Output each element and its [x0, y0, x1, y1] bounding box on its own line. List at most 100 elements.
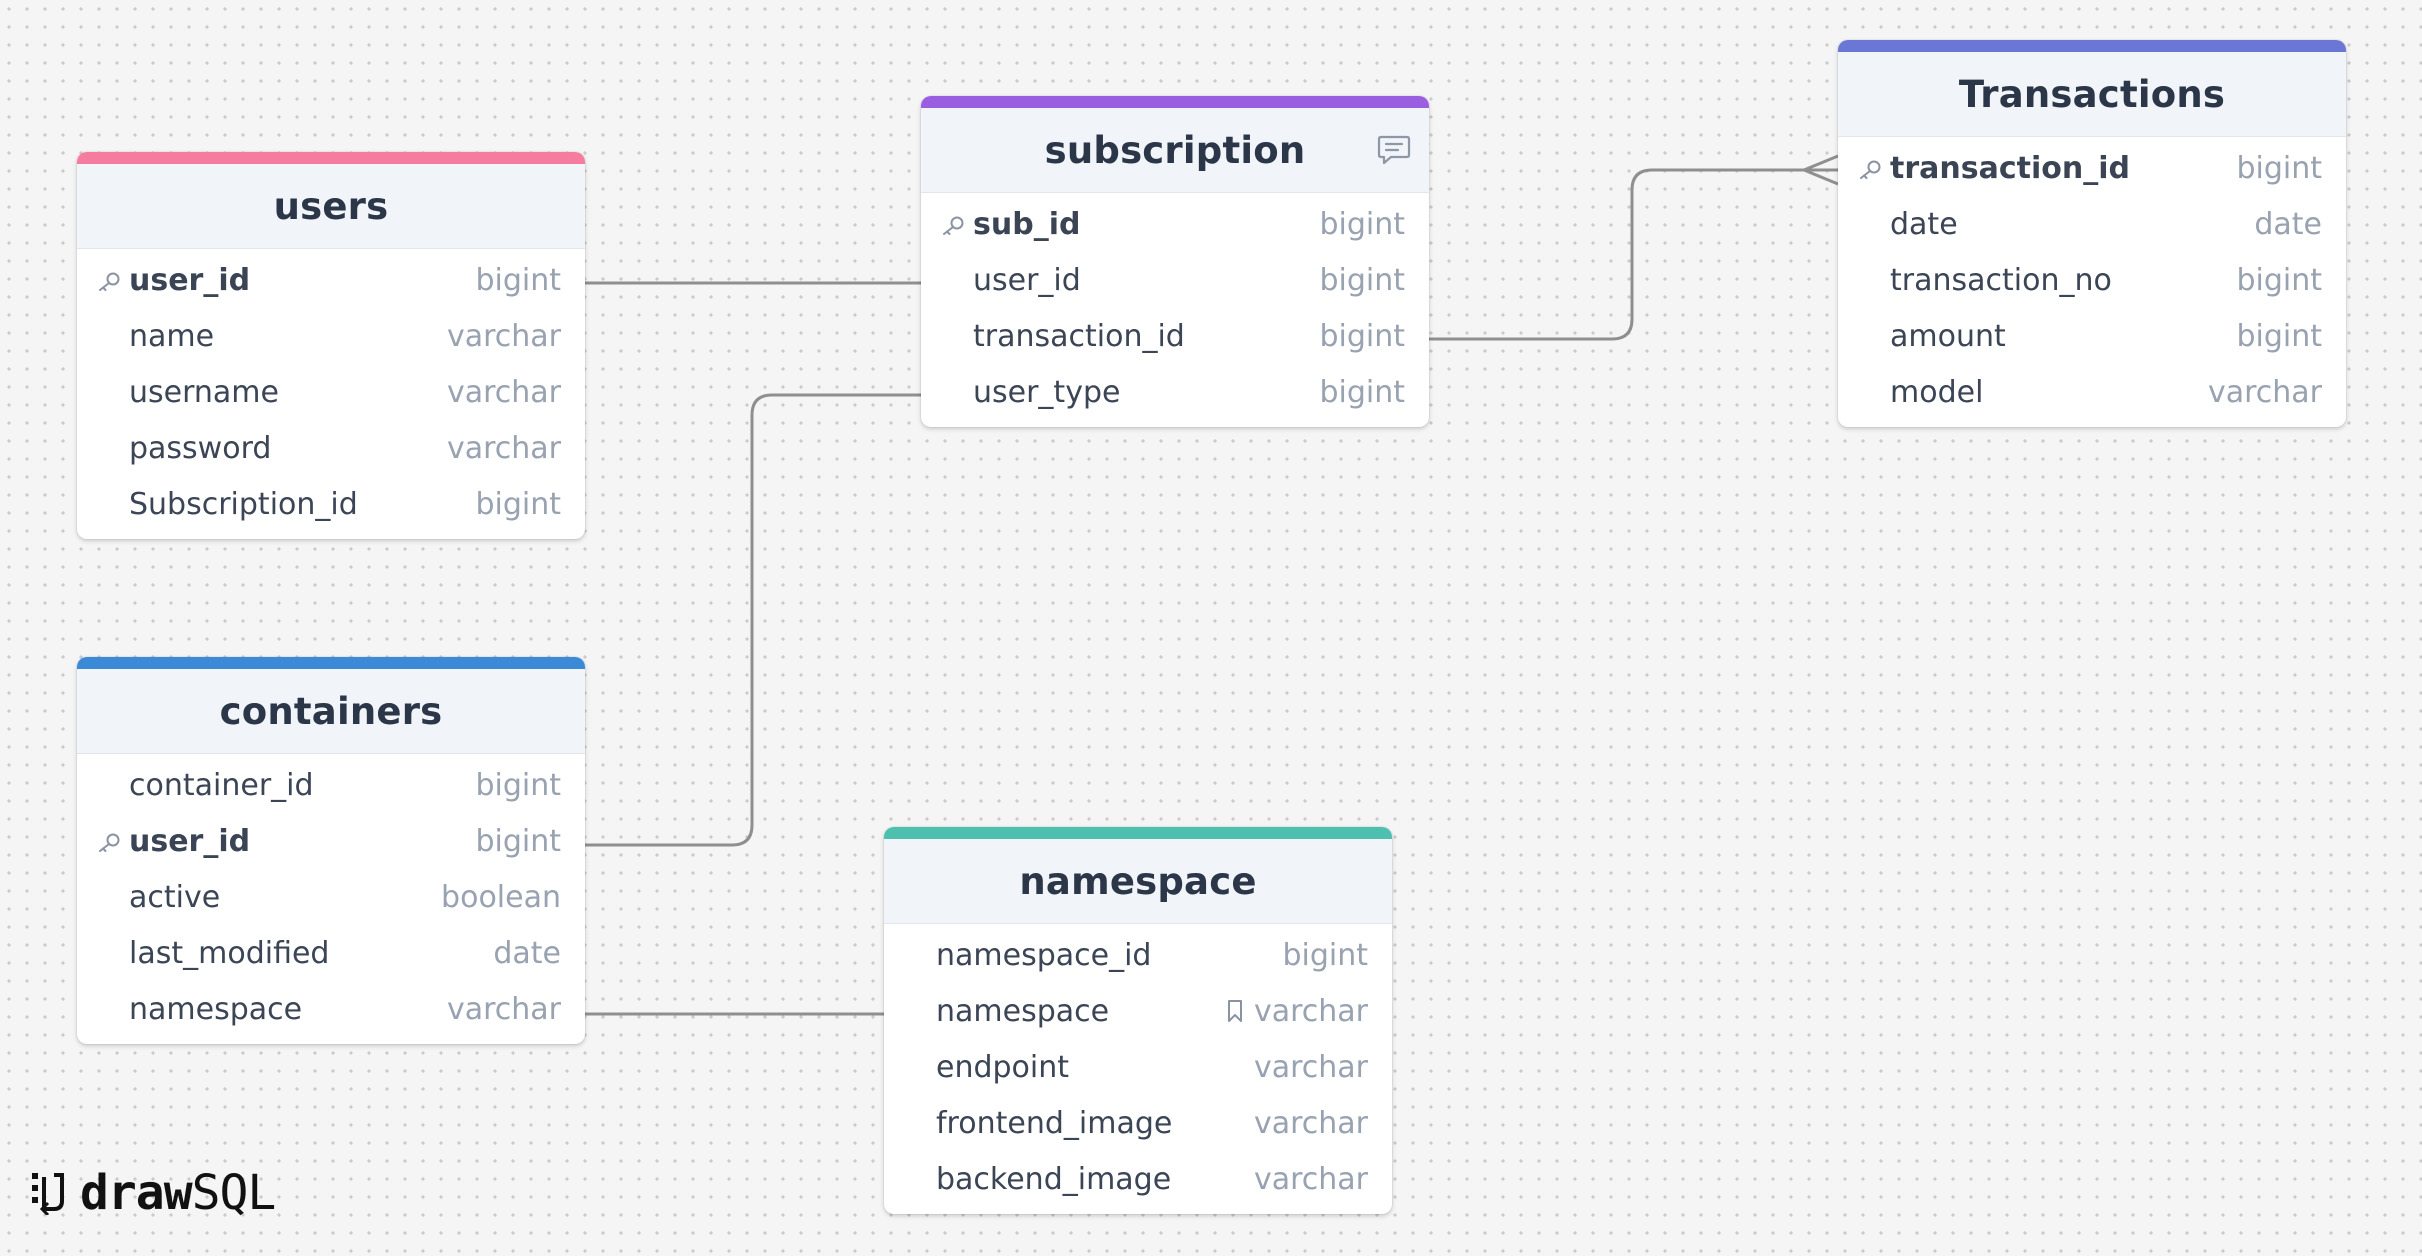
- column-type-label: varchar: [1253, 993, 1368, 1029]
- comment-icon[interactable]: [1377, 134, 1411, 166]
- column-type-label: varchar: [1253, 1049, 1368, 1085]
- column-row-user_id[interactable]: user_id bigint: [921, 252, 1429, 308]
- column-type: bigint: [1319, 319, 1405, 354]
- column-row-username[interactable]: username varchar: [77, 364, 585, 420]
- column-type: bigint: [475, 487, 561, 522]
- column-row-name[interactable]: name varchar: [77, 308, 585, 364]
- column-type: bigint: [2236, 263, 2322, 298]
- drawsql-logo-text: drawSQL: [80, 1165, 276, 1221]
- column-type: varchar: [1254, 1050, 1368, 1085]
- column-row-password[interactable]: password varchar: [77, 421, 585, 477]
- column-row-frontend_image[interactable]: frontend_image varchar: [884, 1096, 1392, 1152]
- column-name: active: [129, 879, 221, 915]
- table-color-bar: [77, 152, 585, 164]
- column-name: user_type: [973, 375, 1121, 411]
- column-type: boolean: [441, 880, 561, 915]
- column-type: bigint: [2236, 319, 2322, 354]
- table-title: namespace: [1019, 859, 1257, 903]
- column-type-label: varchar: [446, 431, 561, 467]
- column-type-label: date: [493, 936, 561, 972]
- column-row-active[interactable]: active boolean: [77, 869, 585, 925]
- table-header[interactable]: containers: [77, 669, 585, 754]
- column-name: username: [129, 374, 279, 410]
- drawsql-logo[interactable]: drawSQL: [30, 1165, 276, 1221]
- column-type: varchar: [1254, 1106, 1368, 1141]
- column-name: backend_image: [936, 1162, 1172, 1198]
- table-header[interactable]: users: [77, 164, 585, 249]
- key-icon: [943, 216, 964, 235]
- column-type-label: varchar: [446, 374, 561, 410]
- column-name: frontend_image: [936, 1106, 1173, 1142]
- column-type-label: varchar: [446, 318, 561, 354]
- column-type-label: boolean: [441, 879, 561, 915]
- column-type: date: [493, 936, 561, 971]
- column-row-endpoint[interactable]: endpoint varchar: [884, 1039, 1392, 1095]
- table-color-bar: [1838, 40, 2346, 52]
- column-name: password: [129, 431, 272, 467]
- column-name: model: [1890, 375, 1984, 411]
- column-type-label: bigint: [2236, 262, 2322, 298]
- column-name: last_modified: [129, 936, 330, 972]
- crows-foot-many-marker: [1803, 154, 1839, 186]
- table-header[interactable]: Transactions: [1838, 52, 2346, 137]
- column-row-last_modified[interactable]: last_modified date: [77, 926, 585, 982]
- table-header[interactable]: subscription: [921, 108, 1429, 193]
- column-type-label: varchar: [446, 992, 561, 1028]
- column-type: varchar: [2208, 375, 2322, 410]
- column-type: bigint: [1319, 207, 1405, 242]
- column-type: bigint: [1282, 938, 1368, 973]
- key-icon: [99, 833, 120, 853]
- column-name: sub_id: [973, 206, 1081, 242]
- column-name: endpoint: [936, 1049, 1070, 1085]
- column-type-label: date: [2254, 206, 2322, 242]
- column-type-label: bigint: [475, 262, 561, 298]
- column-row-sub_id[interactable]: sub_id bigint: [921, 196, 1429, 252]
- column-type: bigint: [475, 263, 561, 298]
- index-bookmark-icon: [1227, 1000, 1242, 1023]
- relation-subscription-containers[interactable]: [585, 393, 921, 847]
- column-type: varchar: [447, 319, 561, 354]
- relation-subscription-transactions[interactable]: [1428, 168, 1838, 341]
- column-type-label: bigint: [475, 823, 561, 859]
- table-title: users: [273, 184, 389, 228]
- column-type: varchar: [447, 375, 561, 410]
- column-name: user_id: [973, 262, 1081, 298]
- column-type: date: [2254, 207, 2322, 242]
- column-type-label: bigint: [1319, 262, 1405, 298]
- column-type: varchar: [447, 992, 561, 1027]
- column-row-model[interactable]: model varchar: [1838, 365, 2346, 421]
- column-type: varchar: [447, 431, 561, 466]
- column-name: name: [129, 318, 215, 354]
- table-color-bar: [884, 827, 1392, 839]
- drawsql-logo-icon: [32, 1173, 64, 1215]
- column-type-label: bigint: [475, 767, 561, 803]
- column-type-label: bigint: [2236, 319, 2322, 355]
- column-type-label: varchar: [2207, 375, 2322, 411]
- table-title: containers: [219, 689, 443, 733]
- column-name: transaction_id: [1890, 150, 2130, 186]
- table-header[interactable]: namespace: [884, 839, 1392, 924]
